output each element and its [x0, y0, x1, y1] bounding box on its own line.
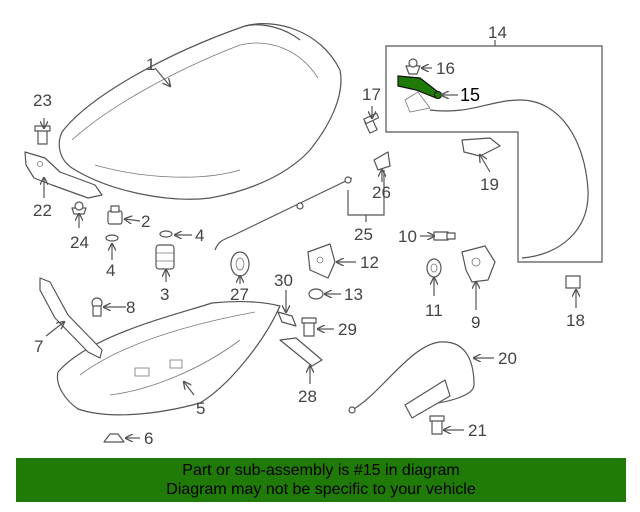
latch-support-12: [307, 243, 336, 279]
callout-29: 29: [338, 320, 357, 339]
hood-bumper-2: [107, 205, 123, 225]
release-cable-20: [348, 341, 475, 414]
callout-18: 18: [566, 311, 585, 330]
clip-24: [71, 201, 87, 215]
bolt-10: [433, 231, 456, 241]
hood-latch: [461, 245, 496, 283]
bracket-28: [279, 337, 323, 367]
callout-13: 13: [344, 285, 363, 304]
clip-16: [405, 58, 421, 75]
nut-13: [308, 288, 324, 300]
callout-14: 14: [488, 23, 507, 42]
grommet-27: [230, 251, 250, 277]
callout-16: 16: [436, 59, 455, 78]
callout-2: 2: [141, 212, 150, 231]
release-cable-group-box: [385, 40, 603, 263]
callout-7: 7: [34, 337, 43, 356]
bolt-29: [301, 317, 317, 337]
callout-20: 20: [498, 349, 517, 368]
callout-17: 17: [362, 85, 381, 104]
hood-hinge: [24, 151, 103, 199]
release-cable: [404, 91, 589, 259]
callout-28: 28: [298, 387, 317, 406]
callout-23: 23: [33, 91, 52, 110]
callout-21: 21: [468, 421, 487, 440]
callout-6: 6: [144, 429, 153, 448]
callout-27: 27: [230, 285, 249, 304]
callout-numbers: 1 23 22 24 2 4 4 3 8 7 5 6 27 12 13 30 2…: [33, 23, 585, 448]
nut-11: [426, 258, 442, 278]
bolt-17: [363, 112, 380, 134]
bolt-21: [429, 415, 445, 435]
cable-bracket: [404, 379, 451, 419]
seal-4a: [105, 234, 119, 242]
leader-lines: [44, 68, 576, 438]
banner-line-1: Part or sub-assembly is #15 in diagram: [182, 462, 460, 479]
callout-25: 25: [354, 225, 373, 244]
clip-18: [565, 275, 581, 289]
hood-bumper-3: [155, 244, 175, 270]
seal-4b: [159, 230, 173, 238]
callout-8: 8: [126, 298, 135, 317]
cable-guide-19: [461, 137, 501, 157]
callout-1: 1: [146, 55, 155, 74]
bracket-30: [277, 311, 297, 327]
hood-insulator: [56, 300, 281, 416]
callout-11: 11: [425, 301, 443, 320]
callout-4b: 4: [195, 226, 204, 245]
callout-10: 10: [398, 227, 417, 246]
info-banner: Part or sub-assembly is #15 in diagram D…: [16, 458, 626, 502]
callout-22: 22: [33, 201, 52, 220]
callout-19: 19: [480, 175, 499, 194]
banner-line-2: Diagram may not be specific to your vehi…: [166, 481, 476, 498]
callout-15: 15: [460, 85, 480, 105]
clip-6: [103, 433, 125, 443]
callout-9: 9: [471, 313, 480, 332]
callout-5: 5: [196, 399, 205, 418]
hood-prop-rod: [214, 176, 353, 251]
callout-3: 3: [160, 285, 169, 304]
callout-24: 24: [70, 233, 89, 252]
callout-12: 12: [360, 253, 379, 272]
callout-30: 30: [274, 271, 293, 290]
callout-26: 26: [372, 183, 391, 202]
prop-rod-clip: [373, 151, 391, 171]
hood-panel: [58, 23, 342, 200]
clip-8: [91, 297, 103, 317]
callout-4a: 4: [106, 261, 115, 280]
bracket-7: [39, 277, 103, 359]
release-handle-15: [397, 75, 442, 99]
hinge-bolt: [34, 125, 51, 145]
